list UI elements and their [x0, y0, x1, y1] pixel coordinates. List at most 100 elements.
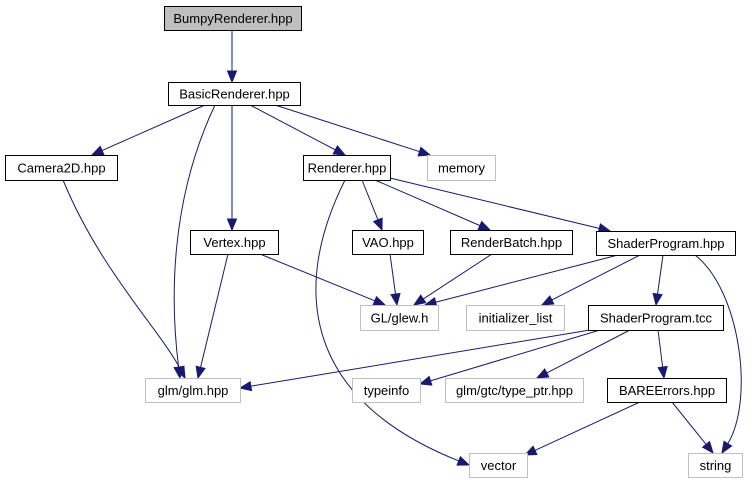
edge-vao-to-glew	[389, 253, 401, 307]
node-box[interactable]	[352, 230, 424, 255]
arrowhead-icon	[390, 292, 401, 307]
node-box[interactable]	[190, 230, 279, 255]
nodes-layer: BumpyRenderer.hppBasicRenderer.hppCamera…	[5, 6, 743, 478]
node-box[interactable]	[303, 155, 391, 181]
node-camera[interactable]: Camera2D.hpp	[5, 155, 118, 181]
node-label: BAREErrors.hpp	[619, 383, 715, 398]
node-box	[469, 453, 528, 478]
edge-line	[657, 329, 664, 369]
edge-shadertcc-to-typeinfo	[418, 329, 601, 386]
edge-line	[389, 177, 601, 230]
node-box	[145, 378, 241, 403]
node-box[interactable]	[588, 305, 724, 331]
edge-shadertcc-to-glm	[238, 329, 591, 392]
node-box	[427, 155, 496, 181]
node-label: BumpyRenderer.hpp	[173, 11, 292, 26]
arrowhead-icon	[238, 380, 253, 392]
arrowhead-icon	[418, 375, 433, 386]
arrowhead-icon	[657, 365, 668, 380]
edge-line	[694, 254, 742, 445]
edge-line	[429, 329, 601, 382]
node-box[interactable]	[164, 6, 302, 31]
edge-line	[545, 329, 631, 374]
node-vector: vector	[469, 453, 528, 478]
node-label: ShaderProgram.hpp	[607, 236, 724, 251]
node-box[interactable]	[168, 82, 301, 106]
edge-basic-to-vertex	[226, 105, 238, 232]
edge-line	[100, 104, 206, 152]
edge-line	[671, 401, 708, 446]
node-vertex[interactable]: Vertex.hpp	[190, 230, 279, 255]
node-renderer[interactable]: Renderer.hpp	[303, 155, 391, 181]
node-string: string	[688, 453, 743, 478]
node-box[interactable]	[596, 231, 736, 256]
edge-vertex-to-glm	[195, 253, 229, 380]
node-glew: GL/glew.h	[360, 305, 439, 331]
edge-batch-to-glew	[412, 253, 493, 306]
arrowhead-icon	[456, 455, 471, 466]
arrowhead-icon	[372, 295, 387, 306]
node-label: GL/glew.h	[371, 311, 429, 326]
edge-line	[434, 254, 619, 303]
node-label: memory	[438, 161, 485, 176]
node-label: ShaderProgram.tcc	[600, 311, 712, 326]
node-typeptr: glm/gtc/type_ptr.hpp	[445, 378, 584, 403]
arrowhead-icon	[477, 220, 492, 231]
node-batch[interactable]: RenderBatch.hpp	[450, 230, 573, 255]
edge-shaderhpp-to-initlist	[540, 254, 641, 306]
node-bareerrors[interactable]: BAREErrors.hpp	[607, 378, 727, 403]
edge-line	[361, 179, 379, 221]
arrowhead-icon	[90, 145, 105, 156]
arrowhead-icon	[412, 294, 427, 306]
arrowhead-icon	[417, 146, 432, 157]
edge-shaderhpp-to-shadertcc	[652, 254, 664, 307]
node-label: typeinfo	[364, 383, 410, 398]
node-memory: memory	[427, 155, 496, 181]
node-box[interactable]	[450, 230, 573, 255]
edge-shadertcc-to-bareerrors	[657, 329, 668, 380]
node-vao[interactable]: VAO.hpp	[352, 230, 424, 255]
node-box[interactable]	[5, 155, 118, 181]
node-label: string	[700, 458, 732, 473]
node-box[interactable]	[607, 378, 727, 403]
edge-line	[550, 254, 641, 301]
edge-line	[374, 179, 482, 227]
node-bumpy[interactable]: BumpyRenderer.hpp	[164, 6, 302, 31]
edge-line	[249, 329, 591, 387]
edge-line	[62, 179, 181, 370]
edge-renderer-to-vector	[315, 179, 471, 466]
node-label: initializer_list	[479, 311, 553, 326]
edge-shadertcc-to-typeptr	[535, 329, 631, 379]
edge-renderer-to-vao	[361, 179, 383, 232]
edge-line	[199, 253, 229, 369]
edge-renderer-to-shaderhpp	[389, 177, 612, 234]
edge-line	[422, 253, 493, 300]
arrowhead-icon	[701, 440, 714, 455]
node-label: VAO.hpp	[362, 235, 414, 250]
node-label: Vertex.hpp	[203, 235, 265, 250]
edge-vertex-to-glew	[259, 253, 387, 306]
edge-basic-to-camera	[90, 104, 206, 156]
node-shadertcc[interactable]: ShaderProgram.tcc	[588, 305, 724, 331]
node-box	[445, 378, 584, 403]
arrowhead-icon	[523, 445, 538, 456]
arrowhead-icon	[540, 295, 555, 306]
edge-line	[315, 179, 460, 462]
arrowhead-icon	[721, 440, 733, 455]
edge-bareerrors-to-string	[671, 401, 714, 455]
edge-line	[173, 104, 216, 369]
arrowhead-icon	[372, 217, 383, 232]
node-label: glm/gtc/type_ptr.hpp	[456, 383, 573, 398]
edge-line	[656, 254, 664, 296]
edge-line	[274, 104, 421, 153]
node-glm: glm/glm.hpp	[145, 378, 241, 403]
arrowhead-icon	[535, 368, 550, 379]
node-label: BasicRenderer.hpp	[179, 87, 290, 102]
node-label: Renderer.hpp	[308, 161, 387, 176]
edge-renderer-to-batch	[374, 179, 492, 231]
edge-shaderhpp-to-string	[694, 254, 742, 455]
node-basic[interactable]: BasicRenderer.hpp	[168, 82, 301, 106]
arrowhead-icon	[175, 365, 186, 380]
edge-line	[389, 253, 397, 296]
node-shaderhpp[interactable]: ShaderProgram.hpp	[596, 231, 736, 256]
